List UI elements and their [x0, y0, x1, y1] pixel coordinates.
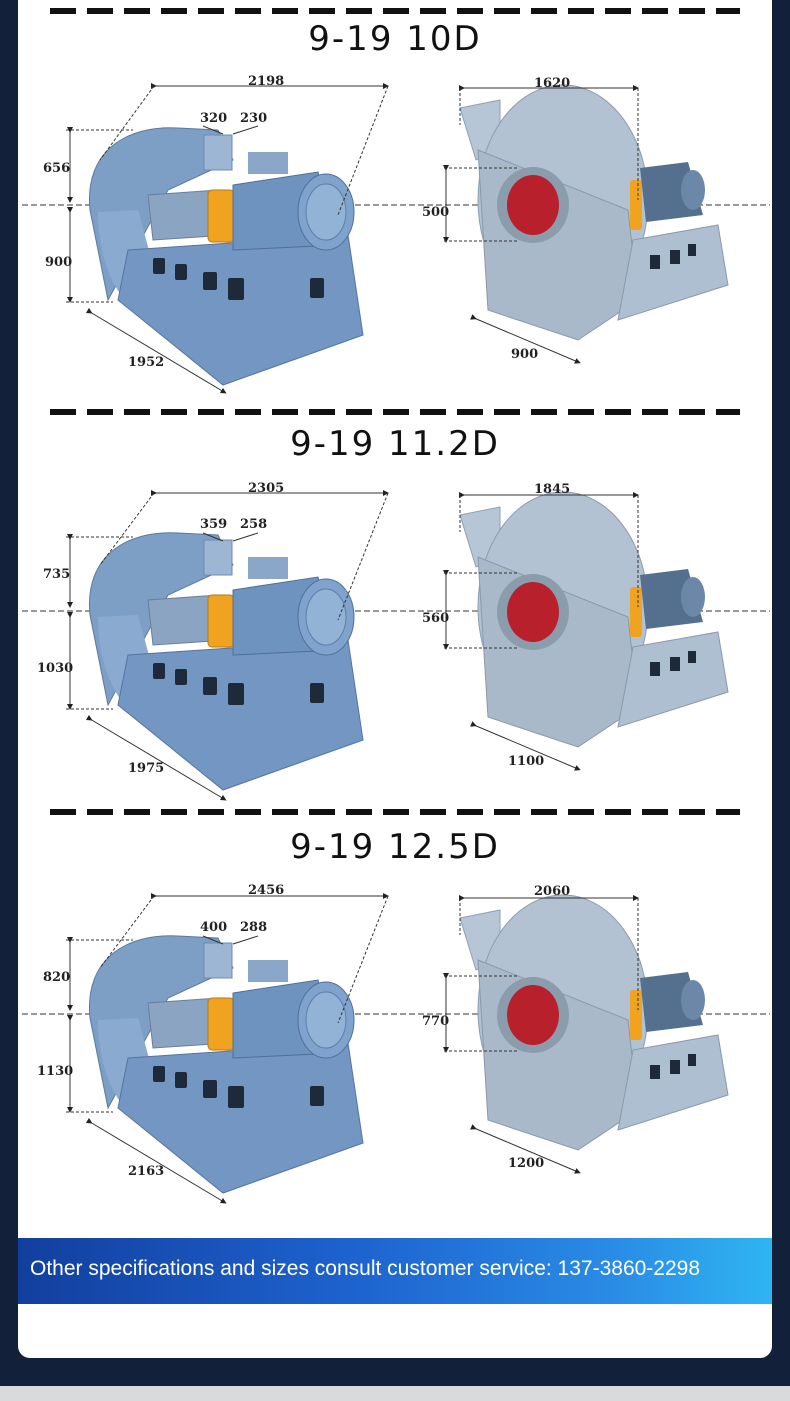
fan-section-12-5d: 9-19 12.5D [18, 805, 772, 1210]
dim-base-length: 1975 [128, 761, 164, 776]
dim-outlet-a: 359 [200, 517, 227, 532]
bottom-strip [0, 1386, 790, 1401]
dim-front-base: 900 [511, 347, 538, 362]
dim-front-base: 1100 [508, 754, 544, 769]
fan-dimension-drawing: 2456 400 288 820 1130 2163 [22, 883, 770, 1204]
section-divider [50, 8, 740, 14]
dim-upper-height: 656 [43, 161, 70, 176]
section-divider [50, 809, 740, 815]
dim-overall-length: 2456 [248, 883, 284, 898]
fan-dimension-drawing: 2305 359 258 735 1030 1975 [22, 481, 770, 801]
dim-outlet-a: 320 [200, 111, 227, 126]
contact-banner-text: Other specifications and sizes consult c… [30, 1257, 701, 1280]
dim-base-length: 2163 [128, 1164, 164, 1179]
dim-outlet-a: 400 [200, 920, 227, 935]
dim-overall-length: 2305 [248, 481, 284, 496]
model-title: 9-19 10D [308, 19, 482, 59]
fan-section-11-2d: 9-19 11.2D [18, 405, 772, 810]
dim-front-base: 1200 [508, 1156, 544, 1171]
dim-overall-length: 2198 [248, 74, 284, 89]
model-title: 9-19 11.2D [290, 424, 500, 464]
model-title: 9-19 12.5D [290, 827, 500, 867]
fan-side-view [88, 532, 364, 791]
dim-inlet: 500 [422, 205, 449, 220]
section-divider [50, 409, 740, 415]
dim-outlet-b: 288 [240, 920, 267, 935]
dim-lower-height: 1130 [37, 1064, 73, 1079]
dim-base-length: 1952 [128, 355, 164, 370]
fan-side-view [88, 127, 364, 386]
fan-front-view [459, 491, 729, 748]
dim-upper-height: 735 [43, 567, 70, 582]
fan-front-view [459, 84, 729, 341]
spec-card: 9-19 10D [18, 0, 772, 1358]
dim-inlet: 770 [422, 1014, 449, 1029]
fan-front-view [459, 894, 729, 1151]
dim-outlet-b: 258 [240, 517, 267, 532]
contact-banner: Other specifications and sizes consult c… [18, 1238, 772, 1304]
dim-inlet: 560 [422, 611, 449, 626]
dim-width: 2060 [534, 884, 570, 899]
dim-lower-height: 1030 [37, 661, 73, 676]
fan-side-view [88, 935, 364, 1194]
dim-upper-height: 820 [43, 970, 70, 985]
dim-width: 1845 [534, 482, 570, 497]
dim-lower-height: 900 [45, 255, 72, 270]
dim-width: 1620 [534, 76, 570, 91]
dim-outlet-b: 230 [240, 111, 267, 126]
fan-dimension-drawing: 2198 320 230 656 900 1952 [22, 74, 770, 394]
fan-section-10d: 9-19 10D [18, 0, 772, 405]
